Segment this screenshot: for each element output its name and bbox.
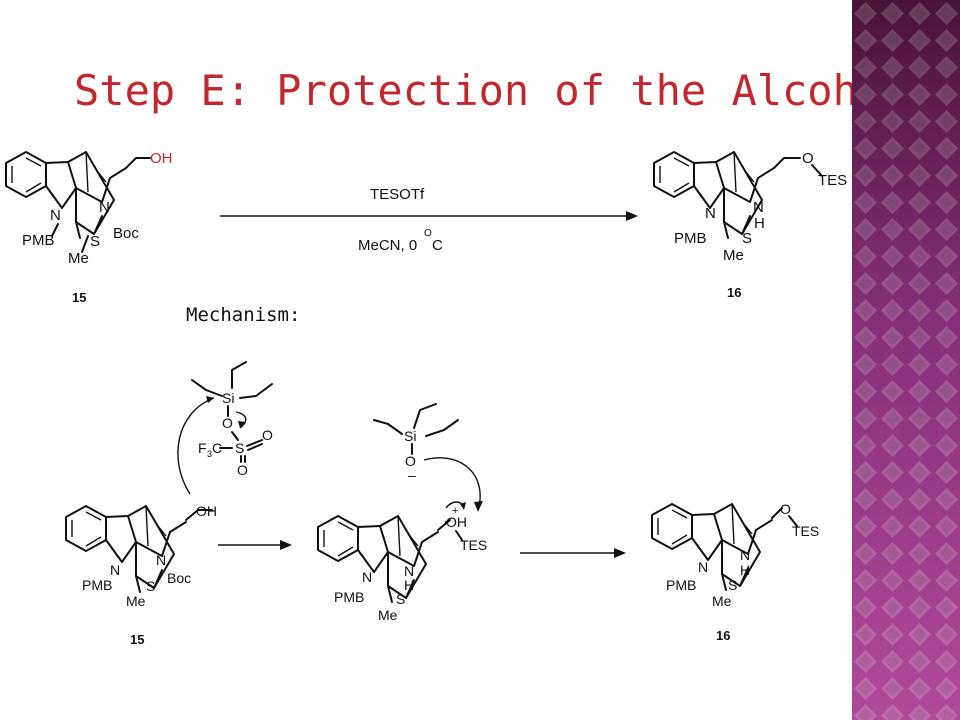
- compound-15-top: OH N N Boc PMB S Me 15: [5, 150, 173, 305]
- atom-s: S: [742, 230, 752, 247]
- decorative-band: [852, 0, 960, 720]
- atom-o: O: [222, 415, 233, 431]
- reaction-arrow-top: TESOTf MeCN, 0 O C: [220, 186, 638, 254]
- atom-si: Si: [404, 428, 416, 444]
- negative-charge: –: [408, 467, 416, 483]
- tes-label: TES: [792, 523, 819, 539]
- mechanism-arrow-1: [218, 540, 292, 550]
- atom-n: N: [698, 559, 708, 575]
- compound-number-15: 15: [72, 290, 86, 305]
- positive-charge: +: [452, 505, 458, 517]
- reaction-scheme: OH N N Boc PMB S Me 15 TESOTf MeCN, 0 O …: [5, 150, 847, 647]
- boc-label: Boc: [113, 225, 139, 242]
- conditions-unit: C: [432, 237, 443, 254]
- boc-label: Boc: [167, 570, 191, 586]
- atom-s: S: [396, 591, 405, 607]
- atom-nh: N: [740, 547, 750, 563]
- silanolate-structure: Si O –: [373, 403, 483, 512]
- methyl-label: Me: [126, 593, 146, 609]
- atom-o: O: [262, 427, 273, 443]
- pmb-label: PMB: [82, 577, 112, 593]
- compound-number-15: 15: [130, 632, 144, 647]
- atom-o: O: [405, 453, 416, 469]
- tesotf-structure: Si O S O O F 3 C: [177, 361, 273, 495]
- compound-16-top: O TES N N H PMB S Me 16: [653, 150, 847, 300]
- tes-label: TES: [818, 172, 847, 189]
- atom-h: H: [404, 577, 414, 593]
- pmb-label: PMB: [334, 589, 364, 605]
- methyl-label: Me: [712, 593, 732, 609]
- hydroxyl-label: OH: [196, 503, 217, 519]
- degree-symbol: O: [424, 228, 432, 239]
- carbon-label: C: [212, 440, 222, 456]
- atom-n: N: [50, 207, 61, 224]
- mechanism-arrow-2: [520, 548, 626, 558]
- subscript-3: 3: [207, 449, 212, 459]
- methyl-label: Me: [378, 607, 398, 623]
- atom-o: O: [237, 462, 248, 478]
- tes-label: TES: [460, 537, 487, 553]
- slide-title: Step E: Protection of the Alcohol: [74, 66, 909, 115]
- atom-n: N: [705, 205, 716, 222]
- pmb-label: PMB: [674, 230, 707, 247]
- methyl-label: Me: [68, 250, 89, 267]
- atom-nh: N: [753, 199, 764, 216]
- atom-s: S: [146, 578, 155, 594]
- atom-n-boc: N: [99, 199, 110, 216]
- compound-number-16: 16: [716, 628, 730, 643]
- conditions-label: MeCN, 0: [358, 237, 417, 254]
- atom-n: N: [362, 569, 372, 585]
- atom-n: N: [110, 562, 120, 578]
- atom-h: H: [740, 562, 750, 578]
- compound-16-bottom: O TES N N H PMB S Me 16: [651, 501, 819, 643]
- compound-15-bottom: OH N N Boc PMB S Me 15: [65, 503, 217, 647]
- hydroxyl-label: OH: [150, 150, 173, 167]
- atom-s: S: [235, 440, 244, 456]
- oxonium-intermediate: OH + TES N N H PMB S Me: [317, 501, 487, 623]
- methyl-label: Me: [723, 247, 744, 264]
- mechanism-label: Mechanism:: [186, 304, 301, 326]
- atom-si: Si: [222, 390, 234, 406]
- atom-nh: N: [404, 563, 414, 579]
- atom-h: H: [754, 215, 765, 232]
- hydroxyl-label: OH: [446, 514, 467, 530]
- compound-number-16: 16: [727, 285, 741, 300]
- atom-o: O: [802, 150, 814, 167]
- pmb-label: PMB: [666, 577, 696, 593]
- atom-o: O: [780, 501, 791, 517]
- reagent-label: TESOTf: [370, 186, 425, 203]
- atom-s: S: [90, 233, 100, 250]
- atom-s: S: [728, 577, 737, 593]
- pmb-label: PMB: [22, 232, 55, 249]
- fluorine-label: F: [198, 440, 207, 456]
- atom-n-boc: N: [156, 552, 166, 568]
